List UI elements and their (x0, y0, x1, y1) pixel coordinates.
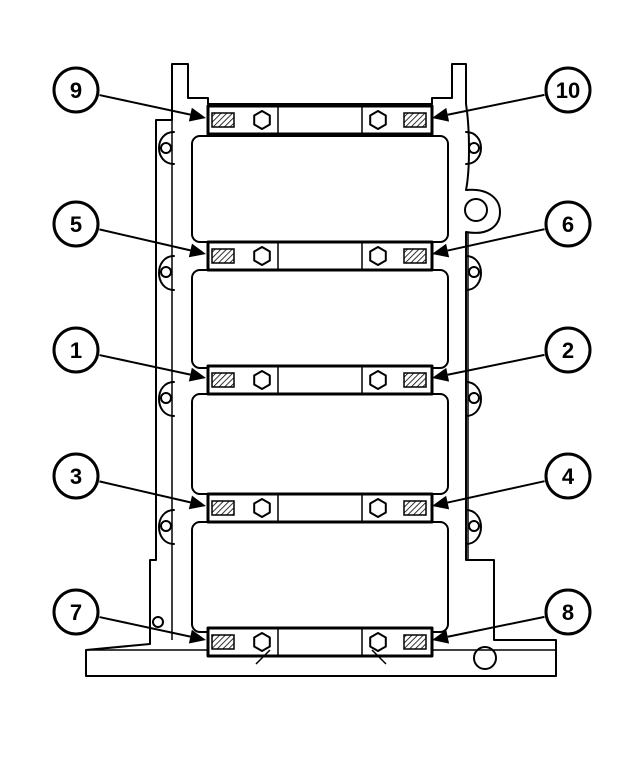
hex-bolt-right (369, 110, 387, 130)
callout-4: 4 (432, 452, 592, 510)
callout-5: 5 (52, 200, 206, 258)
bearing-cap-body (206, 626, 434, 658)
callout-leader-line (447, 615, 545, 638)
callout-2: 2 (432, 326, 592, 382)
callout-circle (544, 200, 592, 248)
cap-bolt-left (211, 500, 235, 516)
cap-bolt-right (403, 248, 427, 264)
hex-bolt-right (369, 498, 387, 518)
hex-bolt-left (253, 498, 271, 518)
callout-10: 10 (432, 66, 592, 122)
bearing-cap-1 (206, 104, 434, 136)
callout-circle (52, 326, 100, 374)
callout-number: 7 (70, 600, 82, 625)
callout-circle (544, 452, 592, 500)
side-bosses (152, 131, 482, 628)
callout-arrowhead (432, 629, 450, 644)
callout-leader-line (99, 354, 191, 376)
callout-circle (52, 452, 100, 500)
cap-bolt-left (211, 248, 235, 264)
callout-number: 5 (70, 212, 82, 237)
callout-7: 7 (52, 588, 206, 644)
bearing-cap-4 (206, 492, 434, 524)
cap-bolt-right (403, 112, 427, 128)
boss-right-3 (465, 381, 482, 417)
cap-bolt-right (403, 634, 427, 650)
callout-leader-line (99, 94, 191, 116)
cap-bolt-left (211, 634, 235, 650)
callout-arrowhead (432, 495, 450, 510)
callout-number: 2 (562, 338, 574, 363)
callout-circle (52, 200, 100, 248)
callout-leader-line (447, 480, 545, 504)
callout-arrowhead (188, 495, 206, 510)
dowel-hole-upper-right (464, 198, 488, 222)
callout-leader-line (447, 353, 545, 376)
cap-bolt-left (211, 372, 235, 388)
callout-3: 3 (52, 452, 206, 510)
hex-bolt-left (253, 370, 271, 390)
callout-1: 1 (52, 326, 206, 382)
callout-circle (544, 326, 592, 374)
bearing-cap-body (206, 240, 434, 272)
callout-number: 4 (562, 464, 575, 489)
hex-bolt-left (253, 632, 271, 652)
dowel-hole-lower-right (473, 646, 497, 670)
hex-bolt-right (369, 632, 387, 652)
callout-leader-line (99, 616, 191, 638)
cap-bolt-left (211, 112, 235, 128)
callout-number: 10 (556, 78, 580, 103)
callout-circle (544, 588, 592, 636)
cap-bolt-right (403, 500, 427, 516)
callout-arrowhead (432, 243, 450, 258)
hex-bolt-right (369, 370, 387, 390)
callout-8: 8 (432, 588, 592, 644)
callout-circle (52, 588, 100, 636)
boss-left-2 (158, 255, 175, 291)
boss-right-1 (465, 131, 482, 165)
callout-leader-line (99, 480, 191, 504)
callout-number: 3 (70, 464, 82, 489)
bearing-cap-3 (206, 364, 434, 396)
callout-arrowhead (432, 367, 450, 382)
hex-bolt-left (253, 246, 271, 266)
bearing-cap-body (206, 104, 434, 136)
bearing-cap-body (206, 364, 434, 396)
callout-number: 6 (562, 212, 574, 237)
bearing-cap-2 (206, 240, 434, 272)
callout-leader-line (447, 93, 545, 116)
callout-leader-line (447, 228, 545, 252)
boss-right-4 (465, 509, 482, 545)
callout-circle (544, 66, 592, 114)
callout-arrowhead (432, 107, 450, 122)
cap-bolt-right (403, 372, 427, 388)
bearing-cap-5 (206, 626, 434, 658)
boss-left-4 (158, 509, 175, 545)
callout-arrowhead (188, 629, 206, 644)
callout-labels: 9 10 5 6 1 2 3 4 7 8 (52, 66, 592, 644)
callout-arrowhead (188, 243, 206, 258)
boss-right-2 (465, 255, 482, 291)
main-bearing-caps (206, 104, 434, 665)
hex-bolt-right (369, 246, 387, 266)
callout-number: 8 (562, 600, 574, 625)
boss-left-1 (158, 131, 175, 165)
bearing-cap-body (206, 492, 434, 524)
callout-number: 9 (70, 78, 82, 103)
callout-9: 9 (52, 66, 206, 122)
callout-6: 6 (432, 200, 592, 258)
callout-circle (52, 66, 100, 114)
boss-left-3 (158, 381, 175, 417)
bolt-hole-lower-left (152, 616, 164, 628)
callout-arrowhead (188, 367, 206, 382)
callout-arrowhead (188, 107, 206, 122)
callout-number: 1 (70, 338, 82, 363)
hex-bolt-left (253, 110, 271, 130)
callout-leader-line (99, 228, 191, 252)
